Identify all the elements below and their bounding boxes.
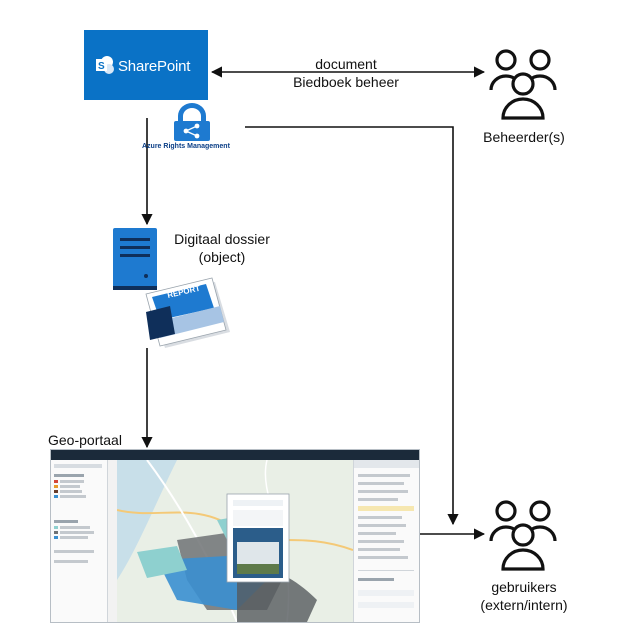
edge-sharepoint-gebruikers [245,126,459,526]
gebruikers-label-line2: (extern/intern) [480,597,568,613]
server-icon [113,228,157,290]
geo-topbar [51,450,419,460]
gebruikers-label: gebruikers (extern/intern) [464,578,584,614]
dossier-label-line1: Digitaal dossier [174,231,270,247]
geo-layers-panel [353,460,419,622]
dossier-label-line2: (object) [198,249,246,265]
arm-label: Azure Rights Management [142,143,230,150]
geo-portal-screenshot [50,449,420,623]
geo-map [117,460,353,622]
edge-label-line1: document [315,56,377,72]
users-group-icon [489,49,557,120]
lock-share-icon [174,103,210,141]
edge-label-line2: Biedboek beheer [293,74,399,90]
gebruikers-label-line1: gebruikers [491,579,557,595]
users-group-icon [489,500,557,571]
geo-tool-strip [107,460,117,622]
sharepoint-logo-icon: S [96,56,114,74]
report-document-icon: REPORT [145,277,230,348]
geo-legend-panel [51,460,108,622]
geo-label: Geo-portaal [48,432,122,448]
beheerders-label: Beheerder(s) [483,129,565,145]
dossier-label: Digitaal dossier (object) [160,230,284,266]
edge-label-document: document Biedboek beheer [276,55,416,91]
sharepoint-title: SharePoint [118,58,191,75]
svg-text:S: S [98,61,105,72]
